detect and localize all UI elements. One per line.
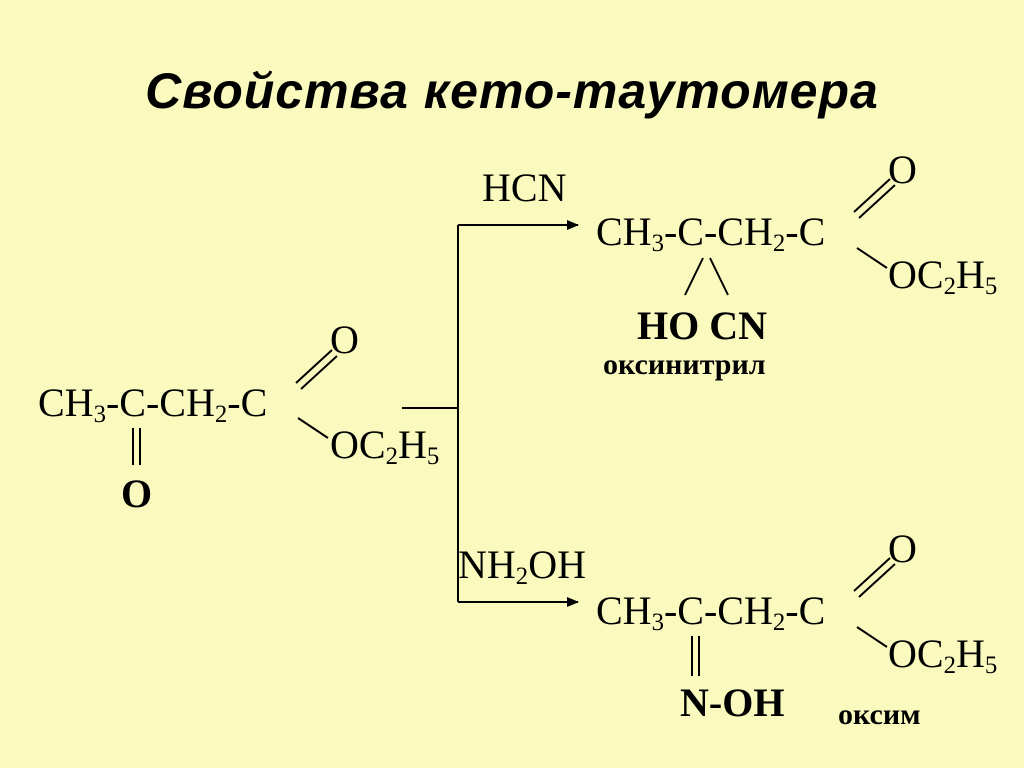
- oxime-main-chain: CH3-C-CH2-C: [596, 588, 826, 637]
- reagent-hydroxylamine: NH2OH: [458, 542, 586, 591]
- reactant-main-chain: CH3-C-CH2-C: [38, 380, 268, 429]
- reactant-bonds: [132, 349, 338, 465]
- slide-title: Свойства кето-таутомера: [145, 63, 879, 119]
- reagent-hcn: HCN: [482, 165, 567, 210]
- reactant-ester-group: OC2H5: [330, 422, 440, 471]
- reactant-keto-oxygen: O: [121, 471, 153, 516]
- reactant-carbonyl-oxygen-top: O: [330, 317, 359, 362]
- reaction-arrows: [402, 220, 579, 607]
- bottom-product-bonds: [691, 557, 896, 676]
- oxynitrile-carbonyl-oxygen: O: [888, 147, 917, 192]
- oxynitrile-ester-group: OC2H5: [888, 252, 998, 301]
- top-product-bonds: [684, 178, 896, 296]
- oxime-label: оксим: [838, 698, 921, 731]
- oxime-substituent: N-OH: [680, 680, 785, 725]
- oxynitrile-label: оксинитрил: [603, 348, 766, 381]
- oxynitrile-main-chain: CH3-C-CH2-C: [596, 209, 826, 258]
- oxime-carbonyl-oxygen: O: [888, 526, 917, 571]
- oxime-ester-group: OC2H5: [888, 631, 998, 680]
- oxynitrile-substituents: HO CN: [637, 303, 767, 348]
